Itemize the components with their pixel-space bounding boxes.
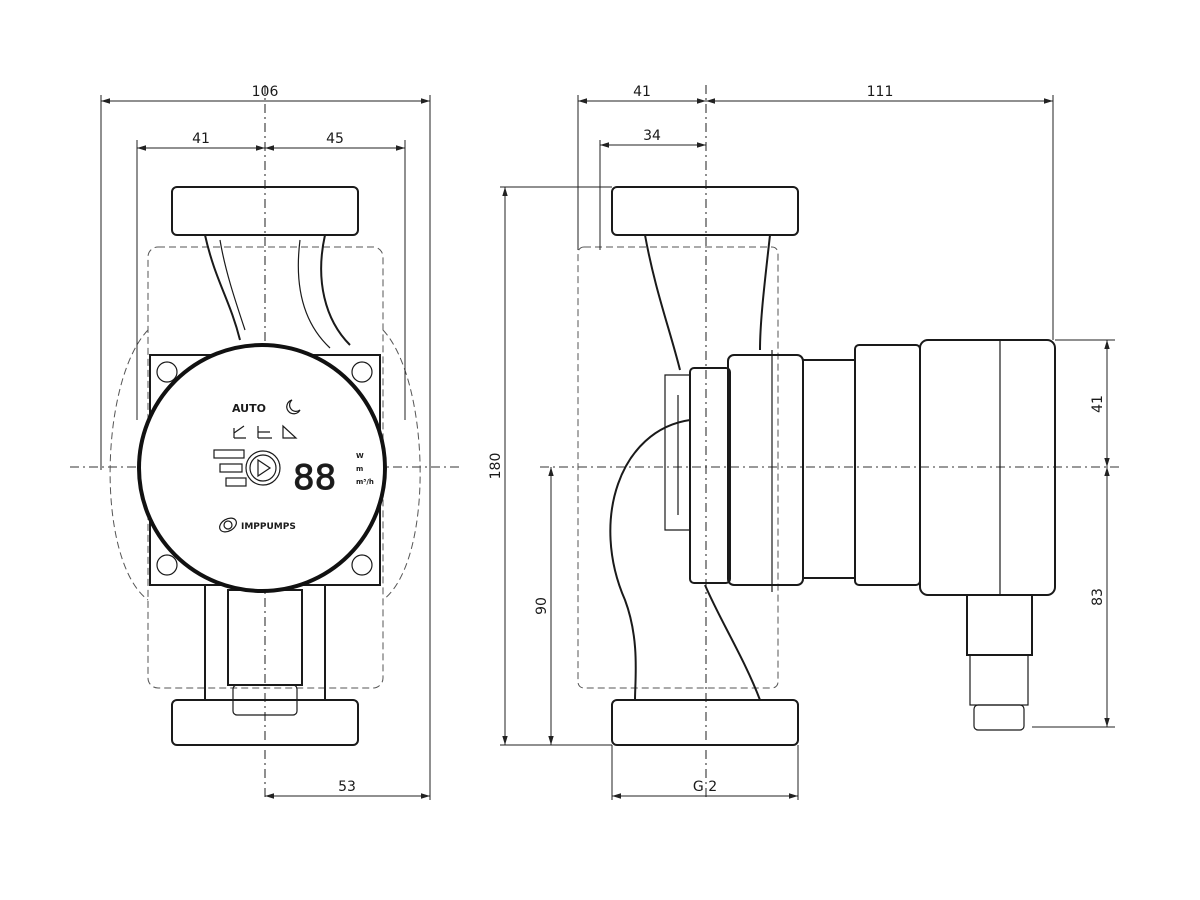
- bolt-icon: [351, 361, 373, 383]
- top-flange: [171, 186, 359, 236]
- envelope-outline: [577, 246, 779, 689]
- dim-height: 180: [488, 453, 504, 480]
- top-flange: [611, 186, 799, 236]
- pump-head: [137, 343, 387, 593]
- curve-icon: [233, 425, 246, 439]
- cable-gland: [966, 594, 1033, 656]
- night-mode-icon: [286, 399, 301, 415]
- motor-body: [854, 344, 921, 586]
- housing-hidden: [109, 329, 421, 601]
- dim-left-offset: 41: [633, 84, 651, 100]
- volute: [609, 419, 761, 701]
- unit-m: m: [356, 465, 363, 473]
- pump-neck: [204, 234, 351, 346]
- dim-right-offset: 45: [326, 131, 344, 147]
- dim-thread: G 2: [693, 779, 717, 795]
- play-button-icon: [245, 450, 281, 486]
- bottom-flange: [171, 699, 359, 746]
- bolt-icon: [156, 554, 178, 576]
- seven-segment-display: 88: [293, 458, 336, 498]
- motor-collar: [802, 359, 856, 579]
- dim-bottom-offset: 53: [338, 779, 356, 795]
- dim-lower-motor: 83: [1090, 588, 1106, 606]
- curve-icon: [282, 424, 298, 439]
- auto-label: AUTO: [232, 402, 266, 415]
- dim-inner-offset: 34: [643, 128, 661, 144]
- unit-flow: m³/h: [356, 478, 374, 486]
- bolt-icon: [156, 361, 178, 383]
- bottom-flange: [611, 699, 799, 746]
- motor-flange: [727, 354, 804, 586]
- dim-motor-length: 111: [867, 84, 894, 100]
- dim-upper-motor: 41: [1090, 395, 1106, 413]
- svg-text:IMPPUMPS: IMPPUMPS: [241, 522, 296, 532]
- pump-neck: [644, 234, 771, 371]
- dim-left-offset: 41: [192, 131, 210, 147]
- side-view: 41 111 34 180 90 41 83 G 2: [488, 84, 1120, 800]
- unit-w: W: [356, 452, 364, 460]
- dim-overall-width: 106: [252, 84, 279, 100]
- control-panel: AUTO 88 W m m³/h IMPPUMPS: [213, 399, 374, 533]
- brand-logo: IMPPUMPS: [219, 517, 296, 533]
- front-view: AUTO 88 W m m³/h IMPPUMPS 106 41: [70, 84, 460, 800]
- dim-half-height: 90: [534, 597, 550, 615]
- bolt-icon: [351, 554, 373, 576]
- curve-icon: [257, 426, 272, 439]
